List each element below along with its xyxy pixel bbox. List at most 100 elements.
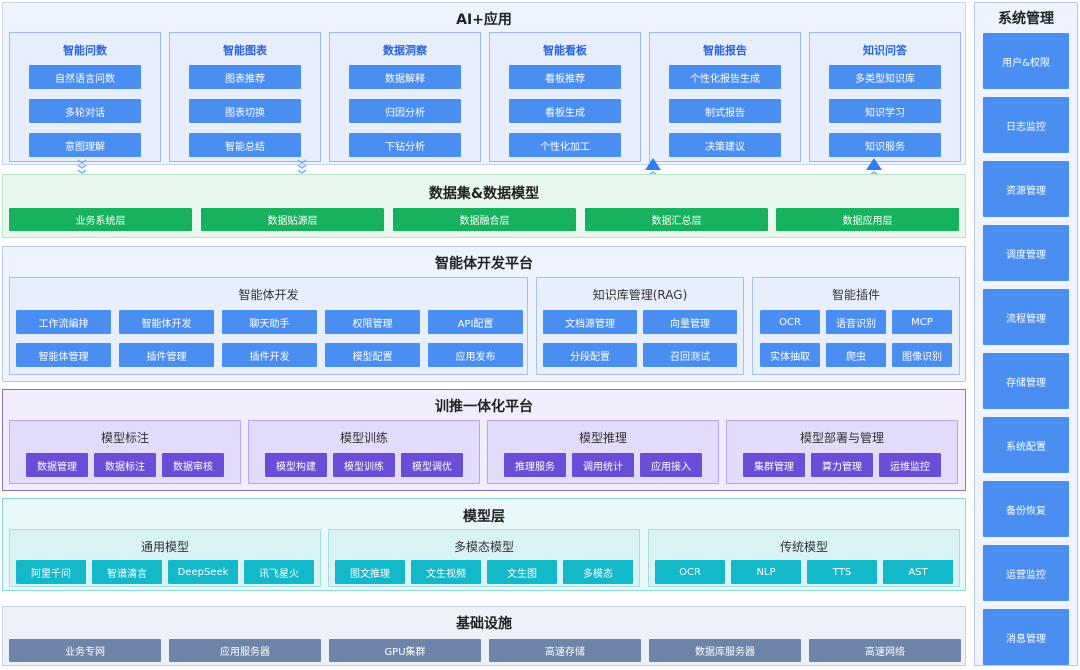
block-decision-advice: 决策建议 (669, 133, 781, 157)
block-ops-monitoring: 运维监控 (879, 453, 941, 477)
block-data-application: 数据应用层 (776, 208, 959, 231)
block-knowledge-service: 知识服务 (829, 133, 941, 157)
group-multimodal-models: 多模态模型 图文推理 文生视频 文生图 多模态 (328, 529, 640, 587)
train-inference-platform-layer: 训推一体化平台 模型标注 数据管理 数据标注 数据审核 模型训练 模型构建 模型… (2, 389, 966, 491)
ai-application-layer: AI+应用 智能问数 自然语言问数 多轮对话 意图理解 智能图表 图表推荐 图表… (2, 2, 966, 165)
sidebar-item-resource-management: 资源管理 (983, 161, 1069, 217)
group-title: 智能插件 (831, 288, 880, 302)
block-mcp: MCP (892, 310, 952, 334)
block-model-config: 模型配置 (325, 343, 420, 367)
block-data-source: 数据贴源层 (201, 208, 384, 231)
block-data-management: 数据管理 (26, 453, 88, 477)
agent-dev-platform-layer: 智能体开发平台 智能体开发 工作流编排 智能体开发 聊天助手 权限管理 API配… (2, 246, 966, 382)
group-knowledge-qa: 知识问答 多类型知识库 知识学习 知识服务 (809, 32, 961, 162)
block-business-private-network: 业务专网 (9, 639, 161, 662)
block-gpu-cluster: GPU集群 (329, 639, 481, 662)
block-dashboard-recommend: 看板推荐 (509, 65, 621, 89)
group-title: 知识库管理(RAG) (592, 288, 688, 302)
sidebar-item-process-management: 流程管理 (983, 289, 1069, 345)
sidebar-title: 系统管理 (998, 11, 1054, 27)
block-plugin-develop: 插件开发 (222, 343, 317, 367)
group-title: 智能看板 (543, 44, 587, 57)
group-traditional-models: 传统模型 OCR NLP TTS AST (648, 529, 960, 587)
block-model-build: 模型构建 (265, 453, 327, 477)
group-model-annotation: 模型标注 数据管理 数据标注 数据审核 (9, 420, 241, 484)
group-title: 智能问数 (63, 44, 107, 57)
block-data-explain: 数据解释 (349, 65, 461, 89)
group-title: 模型训练 (339, 431, 388, 445)
group-title: 数据洞察 (383, 44, 427, 57)
sidebar-item-message-management: 消息管理 (983, 609, 1069, 665)
block-qwen: 阿里千问 (16, 560, 86, 584)
group-agent-dev: 智能体开发 工作流编排 智能体开发 聊天助手 权限管理 API配置 智能体管理 … (9, 277, 528, 375)
group-title: 知识问答 (863, 44, 907, 57)
group-title: 传统模型 (779, 540, 828, 554)
group-title: 智能体开发 (238, 288, 299, 302)
block-data-annotation: 数据标注 (94, 453, 156, 477)
block-chart-recommend: 图表推荐 (189, 65, 301, 89)
block-iflytek-spark: 讯飞星火 (244, 560, 314, 584)
block-data-summary: 数据汇总层 (585, 208, 768, 231)
group-general-models: 通用模型 阿里千问 智谱清言 DeepSeek 讯飞星火 (9, 529, 321, 587)
block-personalized-processing: 个性化加工 (509, 133, 621, 157)
block-multimodal: 多模态 (563, 560, 633, 584)
model-layer-title: 模型层 (463, 509, 505, 525)
group-knowledge-base-rag: 知识库管理(RAG) 文档源管理 向量管理 分段配置 召回测试 (536, 277, 744, 375)
block-knowledge-learning: 知识学习 (829, 99, 941, 123)
block-recall-test: 召回测试 (643, 343, 737, 367)
block-ocr-model: OCR (655, 560, 725, 584)
block-crawler: 爬虫 (826, 343, 886, 367)
block-call-statistics: 调用统计 (572, 453, 634, 477)
group-smart-query: 智能问数 自然语言问数 多轮对话 意图理解 (9, 32, 161, 162)
block-personalized-report: 个性化报告生成 (669, 65, 781, 89)
group-title: 智能报告 (703, 44, 747, 57)
sidebar-item-backup-recovery: 备份恢复 (983, 481, 1069, 537)
block-high-speed-network: 高速网络 (809, 639, 961, 662)
block-data-review: 数据审核 (162, 453, 224, 477)
block-multi-turn-dialog: 多轮对话 (29, 99, 141, 123)
system-management-sidebar: 系统管理 用户&权限 日志监控 资源管理 调度管理 流程管理 存储管理 系统配置… (974, 2, 1078, 666)
block-document-source: 文档源管理 (543, 310, 637, 334)
group-title: 模型部署与管理 (799, 431, 884, 445)
block-high-speed-storage: 高速存储 (489, 639, 641, 662)
block-deepseek: DeepSeek (168, 560, 238, 584)
block-nlp: NLP (731, 560, 801, 584)
block-app-server: 应用服务器 (169, 639, 321, 662)
group-smart-chart: 智能图表 图表推荐 图表切换 智能总结 (169, 32, 321, 162)
sidebar-item-operation-monitoring: 运营监控 (983, 545, 1069, 601)
ai-layer-title: AI+应用 (456, 12, 512, 28)
block-drilldown-analysis: 下钻分析 (349, 133, 461, 157)
block-entity-extraction: 实体抽取 (760, 343, 820, 367)
block-workflow-orchestration: 工作流编排 (16, 310, 111, 334)
block-api-config: API配置 (428, 310, 523, 334)
agent-layer-title: 智能体开发平台 (435, 256, 533, 272)
group-title: 模型标注 (100, 431, 149, 445)
block-image-text-reasoning: 图文推理 (335, 560, 405, 584)
block-compute-management: 算力管理 (811, 453, 873, 477)
group-smart-report: 智能报告 个性化报告生成 制式报告 决策建议 (649, 32, 801, 162)
block-speech-recognition: 语音识别 (826, 310, 886, 334)
block-smart-summary: 智能总结 (189, 133, 301, 157)
data-layer-title: 数据集&数据模型 (428, 186, 540, 202)
group-title: 智能图表 (223, 44, 267, 57)
block-cluster-management: 集群管理 (743, 453, 805, 477)
train-layer-title: 训推一体化平台 (435, 399, 533, 415)
infra-layer-title: 基础设施 (456, 616, 512, 632)
block-tts: TTS (807, 560, 877, 584)
block-text-to-video: 文生视频 (411, 560, 481, 584)
group-title: 通用模型 (140, 540, 189, 554)
block-model-train: 模型训练 (333, 453, 395, 477)
block-agent-develop: 智能体开发 (119, 310, 214, 334)
block-business-system: 业务系统层 (9, 208, 192, 231)
block-app-access: 应用接入 (640, 453, 702, 477)
group-title: 模型推理 (578, 431, 627, 445)
sidebar-item-system-config: 系统配置 (983, 417, 1069, 473)
block-intent-understanding: 意图理解 (29, 133, 141, 157)
sidebar-item-scheduling-management: 调度管理 (983, 225, 1069, 281)
sidebar-item-log-monitoring: 日志监控 (983, 97, 1069, 153)
group-smart-plugins: 智能插件 OCR 语音识别 MCP 实体抽取 爬虫 图像识别 (752, 277, 960, 375)
sidebar-item-storage-management: 存储管理 (983, 353, 1069, 409)
block-chat-assistant: 聊天助手 (222, 310, 317, 334)
model-layer: 模型层 通用模型 阿里千问 智谱清言 DeepSeek 讯飞星火 多模态模型 图… (2, 498, 966, 591)
block-chart-switch: 图表切换 (189, 99, 301, 123)
